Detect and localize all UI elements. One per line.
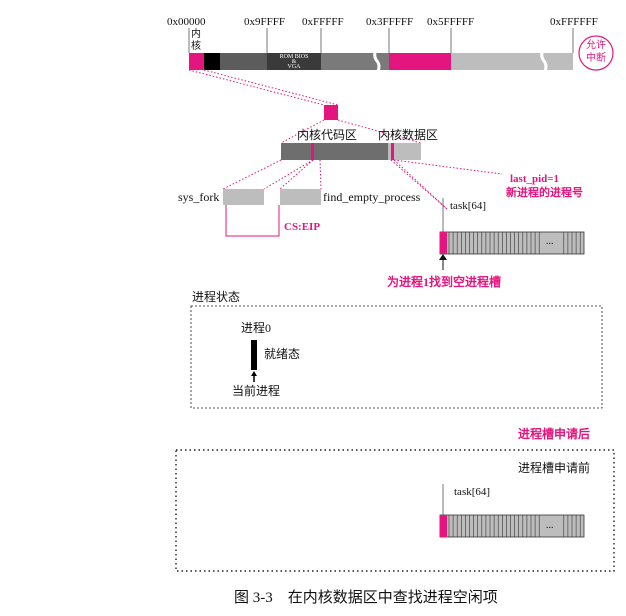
addr-0x5fffff: 0x5FFFFF bbox=[427, 16, 475, 28]
cs-eip-bracket bbox=[225, 205, 280, 237]
sys-fork-bar bbox=[223, 189, 264, 205]
slot-after-label: 进程槽申请后 bbox=[518, 427, 591, 441]
slot-panel-box bbox=[175, 449, 615, 572]
code-pointer-mark bbox=[311, 143, 314, 160]
kernel-code-label: 内核代码区 bbox=[297, 128, 358, 142]
process0-bar bbox=[251, 340, 257, 370]
cs-eip-label: CS:EIP bbox=[284, 221, 321, 233]
task-top-slot-first-slot bbox=[440, 232, 447, 254]
interrupt-badge-line2: 中断 bbox=[586, 53, 606, 64]
memory-bar bbox=[188, 28, 614, 74]
zoom-line-right bbox=[203, 69, 339, 106]
func-line-1 bbox=[222, 159, 282, 190]
kernel-code-segment bbox=[281, 143, 388, 160]
func-line-2 bbox=[263, 159, 314, 190]
current-process-label: 当前进程 bbox=[232, 384, 281, 398]
addr-0x3fffff: 0x3FFFFF bbox=[366, 16, 414, 28]
task-slot-array-bottom bbox=[439, 514, 585, 538]
last-pid-line bbox=[393, 159, 503, 175]
buffer-segment bbox=[321, 53, 389, 70]
task-top-label: task[64] bbox=[450, 200, 487, 212]
ramdisk-segment bbox=[389, 53, 451, 70]
kernel-data-segment bbox=[388, 143, 421, 160]
data-pointer-mark bbox=[391, 143, 394, 160]
ready-state-label: 就绪态 bbox=[264, 347, 301, 361]
find-empty-process-bar bbox=[280, 189, 321, 205]
rom-label-2: & bbox=[291, 59, 297, 65]
addr-0x00000: 0x00000 bbox=[167, 16, 206, 28]
last-pid-label: last_pid=1 bbox=[510, 173, 560, 185]
current-arrow-head bbox=[251, 371, 257, 376]
zoom-line-kernel-left bbox=[280, 119, 325, 144]
kernel-label: 内核 bbox=[191, 29, 201, 52]
zoom-line-kernel-right bbox=[337, 119, 422, 144]
zoom-square bbox=[324, 105, 338, 120]
zoom-line-left bbox=[188, 69, 325, 106]
figure-caption: 图 3-3 在内核数据区中查找进程空闲项 bbox=[234, 590, 498, 606]
kernel-region-bar bbox=[281, 143, 421, 160]
rom-bios-vga-segment bbox=[267, 53, 321, 70]
interrupt-badge-line1: 允许 bbox=[586, 40, 606, 51]
find-empty-process-label: find_empty_process bbox=[323, 190, 421, 204]
slot-before-label: 进程槽申请前 bbox=[518, 461, 591, 475]
break-mark-2 bbox=[540, 49, 548, 74]
low-memory-segment bbox=[220, 53, 267, 70]
task-slot-array-top bbox=[439, 231, 585, 255]
process-state-box bbox=[190, 305, 603, 409]
slot-arrow-head bbox=[439, 254, 447, 260]
addr-0xffffff: 0xFFFFFF bbox=[550, 16, 598, 28]
break-mark-1 bbox=[373, 49, 381, 74]
process0-label: 进程0 bbox=[241, 321, 272, 335]
kernel-segment bbox=[189, 53, 204, 70]
task-bottom-slot-first-slot bbox=[440, 515, 447, 537]
last-pid-desc: 新进程的进程号 bbox=[506, 187, 583, 199]
func-line-4 bbox=[319, 159, 322, 190]
task-bottom-slot-background bbox=[439, 514, 585, 538]
addr-0xfffff: 0xFFFFF bbox=[302, 16, 344, 28]
task-top-ellipsis: ... bbox=[545, 236, 555, 247]
task-top-slot-background bbox=[439, 231, 585, 255]
rom-label-1: ROM BIOS bbox=[279, 54, 309, 60]
func-line-3 bbox=[279, 159, 314, 190]
main-memory-segment bbox=[451, 53, 573, 70]
process-state-title: 进程状态 bbox=[192, 290, 241, 304]
task-line-2 bbox=[393, 159, 448, 210]
sys-fork-label: sys_fork bbox=[178, 190, 220, 204]
kernel-black-segment bbox=[204, 53, 220, 70]
kernel-data-label: 内核数据区 bbox=[378, 128, 439, 142]
addr-0x9ffff: 0x9FFFF bbox=[244, 16, 285, 28]
found-slot-note: 为进程1找到空进程槽 bbox=[387, 275, 502, 289]
interrupt-badge-circle bbox=[578, 35, 614, 71]
task-bottom-ellipsis: ... bbox=[545, 520, 555, 531]
rom-label-3: VGA bbox=[287, 64, 301, 70]
task-bottom-label: task[64] bbox=[454, 486, 491, 498]
